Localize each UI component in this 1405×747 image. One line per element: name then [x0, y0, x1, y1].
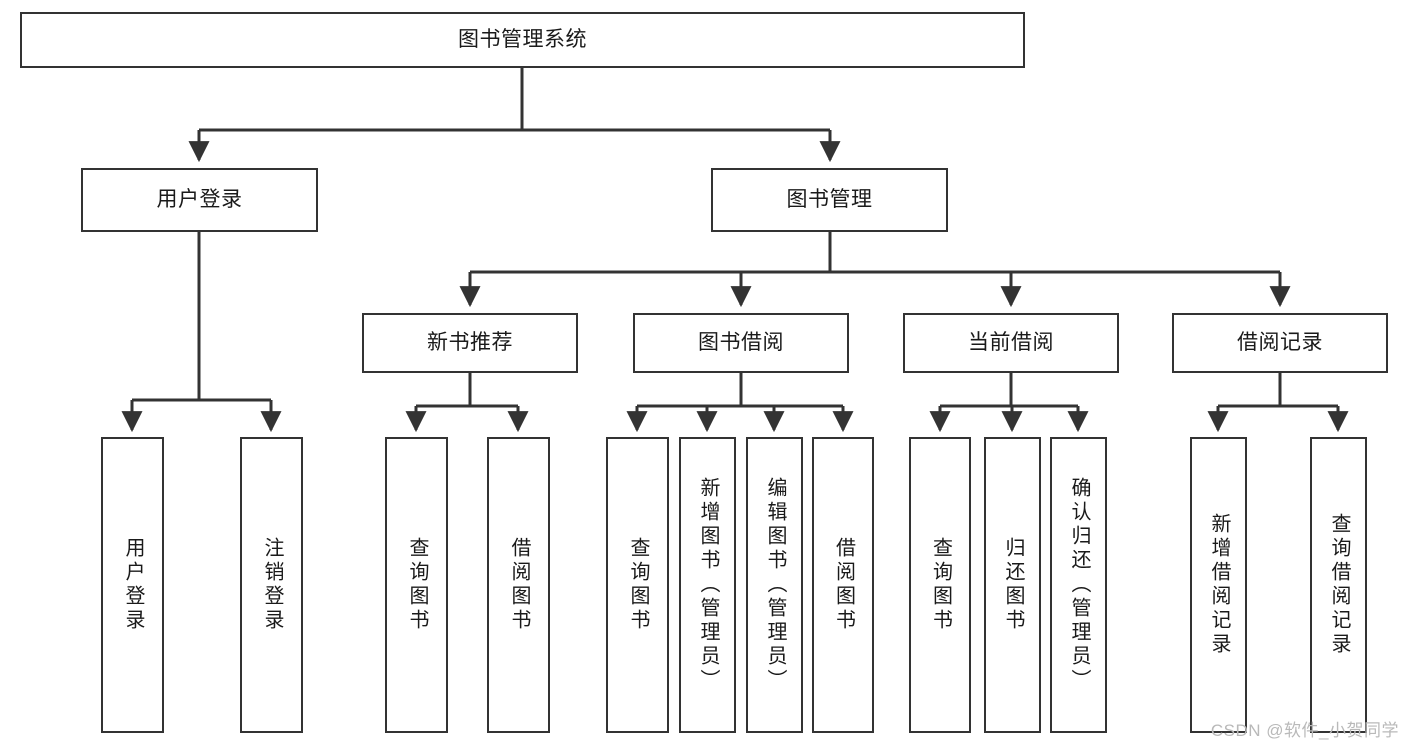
node-leaf-return-book[interactable]: 归还图书	[984, 437, 1041, 733]
node-leaf-user-logout[interactable]: 注销登录	[240, 437, 303, 733]
node-leaf-user-login-label: 用户登录	[122, 537, 144, 633]
node-new-book-rec-label: 新书推荐	[427, 331, 513, 355]
node-leaf-user-login[interactable]: 用户登录	[101, 437, 164, 733]
node-leaf-add-borrow-record[interactable]: 新增借阅记录	[1190, 437, 1247, 733]
node-root-label: 图书管理系统	[458, 28, 587, 52]
node-leaf-borrow-book-rec[interactable]: 借阅图书	[487, 437, 550, 733]
node-book-borrow[interactable]: 图书借阅	[633, 313, 849, 373]
node-leaf-edit-book-admin[interactable]: 编辑图书（管理员）	[746, 437, 803, 733]
node-book-manage-label: 图书管理	[786, 188, 873, 212]
node-leaf-confirm-return-admin-label: 确认归还（管理员）	[1068, 477, 1090, 693]
node-leaf-borrow-book-rec-label: 借阅图书	[508, 537, 530, 633]
node-leaf-add-borrow-record-label: 新增借阅记录	[1208, 513, 1230, 657]
node-leaf-edit-book-admin-label: 编辑图书（管理员）	[764, 477, 786, 693]
node-new-book-rec[interactable]: 新书推荐	[362, 313, 578, 373]
node-leaf-query-book-rec[interactable]: 查询图书	[385, 437, 448, 733]
node-current-borrow[interactable]: 当前借阅	[903, 313, 1119, 373]
node-borrow-record[interactable]: 借阅记录	[1172, 313, 1388, 373]
node-book-manage[interactable]: 图书管理	[711, 168, 948, 232]
node-leaf-query-borrow-record-label: 查询借阅记录	[1328, 513, 1350, 657]
node-leaf-confirm-return-admin[interactable]: 确认归还（管理员）	[1050, 437, 1107, 733]
node-leaf-query-borrow-record[interactable]: 查询借阅记录	[1310, 437, 1367, 733]
node-current-borrow-label: 当前借阅	[968, 331, 1054, 355]
node-book-borrow-label: 图书借阅	[698, 331, 784, 355]
node-leaf-query-book-borrow[interactable]: 查询图书	[606, 437, 669, 733]
node-root[interactable]: 图书管理系统	[20, 12, 1025, 68]
node-borrow-record-label: 借阅记录	[1237, 331, 1323, 355]
node-leaf-query-book-rec-label: 查询图书	[406, 537, 428, 633]
node-leaf-query-book-borrow-label: 查询图书	[627, 537, 649, 633]
node-leaf-add-book-admin-label: 新增图书（管理员）	[697, 477, 719, 693]
node-leaf-user-logout-label: 注销登录	[261, 537, 283, 633]
node-leaf-borrow-book[interactable]: 借阅图书	[812, 437, 874, 733]
node-leaf-add-book-admin[interactable]: 新增图书（管理员）	[679, 437, 736, 733]
node-leaf-borrow-book-label: 借阅图书	[832, 537, 855, 633]
node-user-login[interactable]: 用户登录	[81, 168, 318, 232]
node-leaf-query-book-cur[interactable]: 查询图书	[909, 437, 971, 733]
node-leaf-return-book-label: 归还图书	[1002, 537, 1024, 633]
node-leaf-query-book-cur-label: 查询图书	[929, 537, 952, 633]
node-user-login-label: 用户登录	[156, 188, 243, 212]
